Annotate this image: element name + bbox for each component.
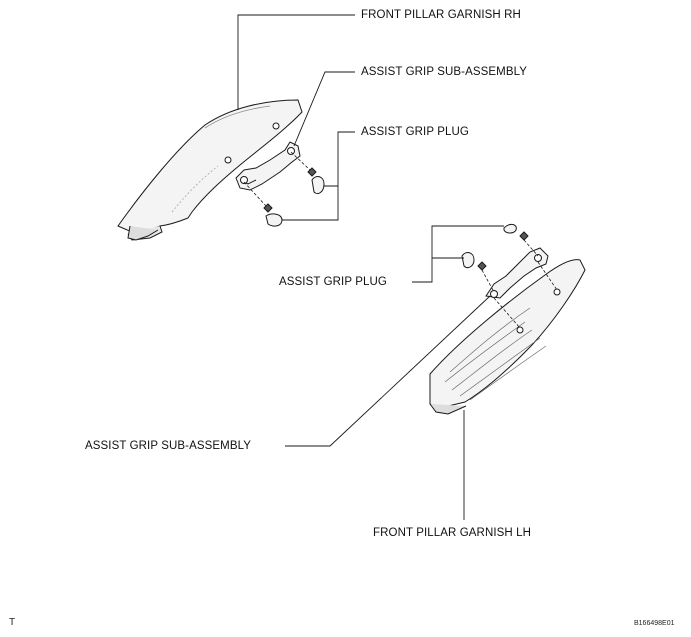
figure-code: B166498E01 (634, 620, 675, 627)
assist-grip-sub-assembly-lh-part (485, 247, 549, 299)
label-assist-grip-plug-lower: ASSIST GRIP PLUG (279, 276, 387, 288)
leader-lines-lower (285, 225, 504, 520)
label-assist-grip-sub-assembly-top: ASSIST GRIP SUB-ASSEMBLY (361, 66, 528, 78)
assist-grip-plug-lh-parts (461, 223, 529, 271)
front-pillar-garnish-lh-part (429, 259, 586, 415)
front-pillar-garnish-rh-part (117, 99, 303, 241)
label-front-pillar-garnish-rh: FRONT PILLAR GARNISH RH (361, 9, 521, 21)
assist-grip-plug-rh-parts (263, 167, 325, 227)
label-front-pillar-garnish-lh: FRONT PILLAR GARNISH LH (373, 527, 532, 539)
install-dash-lines-rh (243, 151, 311, 207)
label-assist-grip-plug-top: ASSIST GRIP PLUG (361, 126, 469, 138)
install-dash-lines-lh (481, 239, 558, 329)
leader-lines-top (237, 14, 355, 221)
corner-mark: T (9, 617, 16, 628)
assist-grip-sub-assembly-rh-part (224, 122, 301, 191)
label-assist-grip-sub-assembly-lower: ASSIST GRIP SUB-ASSEMBLY (85, 440, 252, 452)
